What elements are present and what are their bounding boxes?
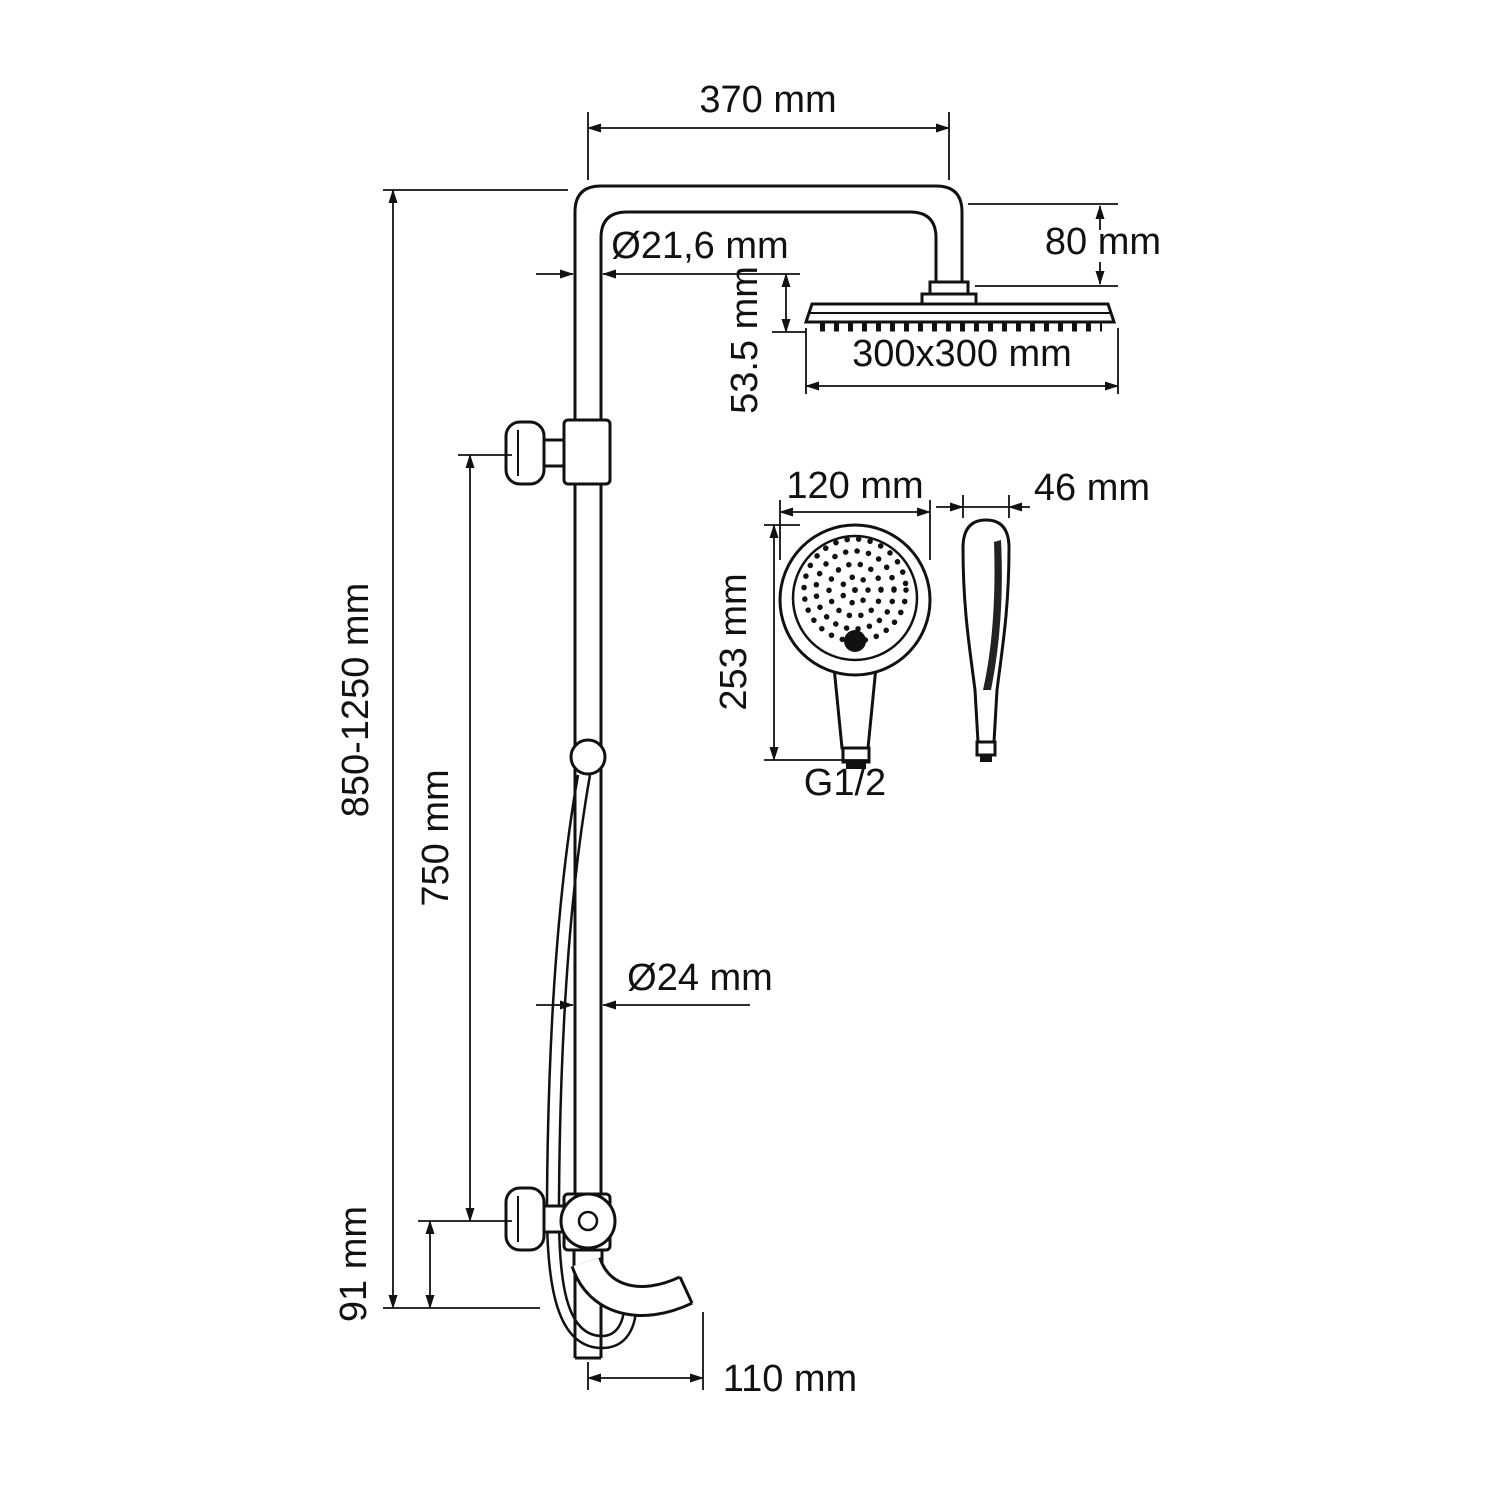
spout-fill: [573, 1257, 692, 1314]
lower-valve-assembly: [504, 1186, 617, 1270]
upper-pipe-collar: [562, 418, 612, 486]
dim-column-height-label: 850-1250 mm: [335, 583, 377, 817]
dim-spout-reach: 110 mm: [587, 1312, 857, 1400]
dim-bracket-span-label: 750 mm: [415, 769, 457, 906]
dim-head-thickness-label: 53.5 mm: [724, 266, 766, 414]
dim-lower-pipe-diameter: Ø24 mm: [536, 957, 773, 1010]
rain-shower-head: [803, 302, 1117, 332]
dim-handshower-side-width: 46 mm: [936, 467, 1150, 518]
hand-shower-side-view: [961, 518, 1011, 762]
dim-arm-drop-label: 80 mm: [1045, 221, 1161, 263]
lower-bracket-knob: [504, 1186, 546, 1252]
slider-holder: [569, 738, 607, 776]
dim-arm-drop: 80 mm: [968, 203, 1161, 287]
dim-riser-diameter-label: Ø21,6 mm: [611, 225, 788, 267]
dim-arm-width: 370 mm: [587, 79, 950, 180]
dim-arm-width-label: 370 mm: [699, 79, 836, 121]
dim-spout-drop-label: 91 mm: [333, 1206, 375, 1322]
dimension-annotations: 370 mm 80 mm Ø21,6 mm 53.5 mm 300x3: [333, 79, 1161, 1400]
hand-shower-front-view: [778, 523, 932, 769]
handle-thread-side: [980, 755, 992, 762]
dim-riser-diameter: Ø21,6 mm: [536, 225, 800, 279]
pipe-outer-wall: [573, 184, 964, 1358]
dim-handshower-side-width-label: 46 mm: [1034, 467, 1150, 509]
handle-front: [832, 665, 878, 750]
tub-spout: [570, 1256, 694, 1317]
upper-bracket-knob: [504, 420, 546, 486]
dim-handshower-height: 253 mm: [713, 524, 870, 761]
dim-hose-thread-label: G1/2: [804, 762, 886, 804]
dim-head-thickness: 53.5 mm: [724, 266, 806, 414]
dim-spout-drop: 91 mm: [333, 1206, 435, 1322]
mode-button: [844, 630, 866, 652]
diverter-knob-center: [577, 1210, 599, 1232]
rain-head-connector: [920, 280, 978, 306]
dim-bracket-span: 750 mm: [415, 454, 512, 1222]
dim-head-size-label: 300x300 mm: [852, 333, 1072, 375]
dim-handshower-height-label: 253 mm: [713, 573, 755, 710]
spout-end-cap: [678, 1276, 694, 1304]
dim-head-size: 300x300 mm: [805, 328, 1119, 394]
handle-connector-side: [975, 740, 997, 757]
dim-spout-reach-label: 110 mm: [723, 1358, 857, 1400]
upper-wall-bracket: [504, 418, 612, 486]
dim-column-height: 850-1250 mm: [335, 189, 568, 1309]
spray-center-dot: [852, 587, 858, 593]
dim-lower-pipe-diameter-label: Ø24 mm: [627, 957, 773, 999]
riser-pipe-and-arm: [573, 184, 964, 1360]
product-drawing: [504, 184, 1117, 1360]
side-outline: [961, 518, 1011, 744]
dim-handshower-width-label: 120 mm: [786, 465, 923, 507]
dim-handshower-width: 120 mm: [779, 465, 931, 560]
pipe-inner-wall: [599, 210, 938, 1358]
side-face-strip: [983, 540, 1002, 690]
handle-thread-front: [846, 762, 866, 769]
